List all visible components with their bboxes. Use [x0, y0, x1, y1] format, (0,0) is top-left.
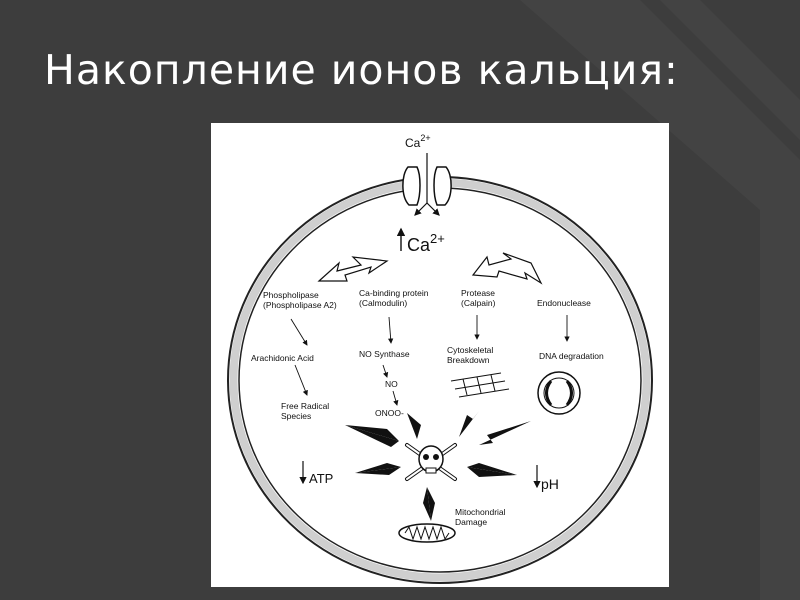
label-damage: Damage — [455, 517, 487, 527]
cytoskeleton-icon — [450, 372, 510, 398]
label-protease: Protease — [461, 288, 495, 298]
label-breakdown: Breakdown — [447, 355, 490, 365]
label-calpain: (Calpain) — [461, 298, 496, 308]
label-ph: pH — [541, 476, 559, 492]
nucleus-icon — [537, 371, 581, 415]
calcium-pathway-diagram: Ca2+ Ca2+ Phospholipase (Phospholipase A… — [227, 133, 653, 584]
ion-center-superscript: 2+ — [430, 231, 445, 246]
right-branch-arrow-icon — [471, 252, 543, 285]
label-arachidonic-acid: Arachidonic Acid — [251, 353, 314, 363]
label-onoo: ONOO- — [375, 408, 404, 418]
label-no-synthase: NO Synthase — [359, 349, 410, 359]
label-free-radical: Free Radical — [281, 401, 329, 411]
left-branch-arrow-icon — [317, 256, 389, 282]
label-dna-degradation: DNA degradation — [539, 351, 604, 361]
calcium-pathway-figure: Ca2+ Ca2+ Phospholipase (Phospholipase A… — [211, 123, 669, 587]
label-atp: ATP — [309, 471, 333, 486]
ion-top-base: Ca — [405, 136, 421, 150]
mitochondrion-icon — [398, 523, 456, 543]
ion-center-base: Ca — [407, 235, 431, 255]
label-phospholipase-a2: (Phospholipase A2) — [263, 300, 337, 310]
label-species: Species — [281, 411, 311, 421]
label-no: NO — [385, 379, 398, 389]
label-cytoskeletal: Cytoskeletal — [447, 345, 493, 355]
skull-crossbones-icon — [405, 443, 457, 481]
label-mitochondrial: Mitochondrial — [455, 507, 506, 517]
label-calmodulin: (Calmodulin) — [359, 298, 407, 308]
label-endonuclease: Endonuclease — [537, 298, 591, 308]
label-ca-binding-protein: Ca-binding protein — [359, 288, 429, 298]
ion-top-superscript: 2+ — [420, 133, 430, 143]
calcium-channel-icon — [402, 153, 452, 216]
convergence-arrows — [345, 411, 531, 521]
svg-text:Ca2+: Ca2+ — [407, 231, 445, 255]
slide-title: Накопление ионов кальция: — [44, 46, 679, 94]
svg-text:Ca2+: Ca2+ — [405, 133, 431, 150]
label-phospholipase: Phospholipase — [263, 290, 319, 300]
